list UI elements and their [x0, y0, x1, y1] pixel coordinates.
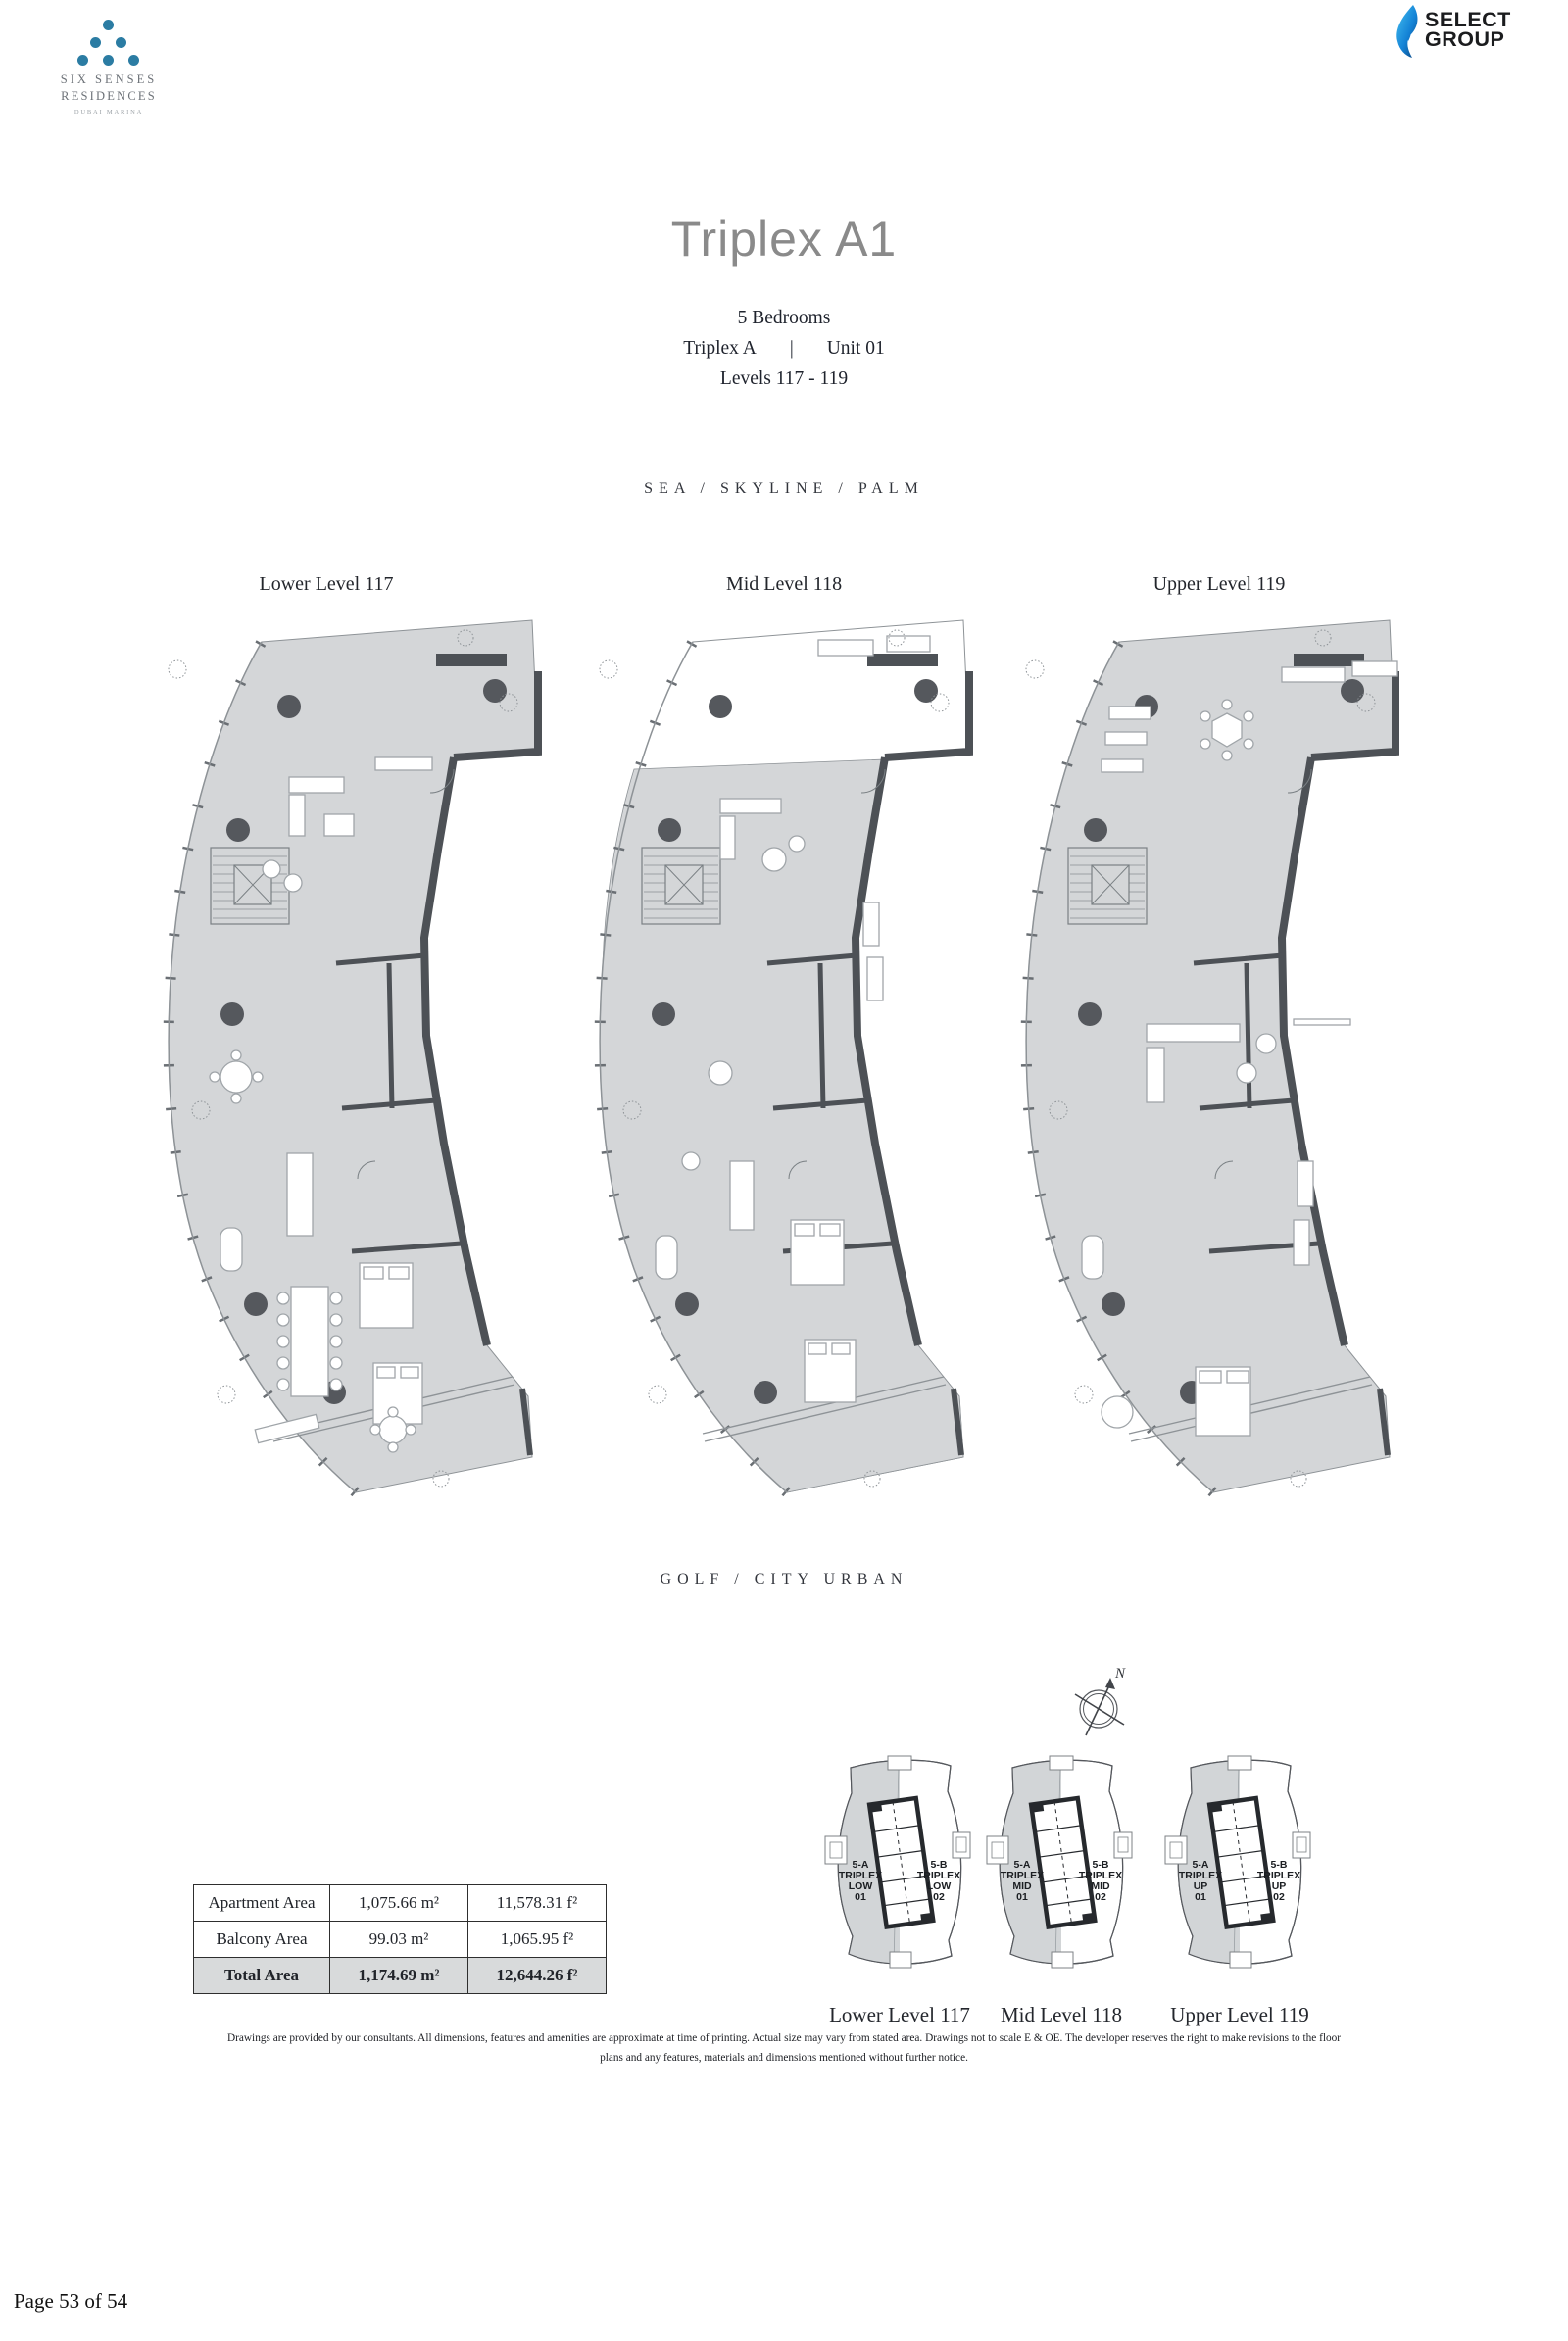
metric-value: 1,174.69 m²	[329, 1957, 468, 1994]
metric-value: 1,075.66 m²	[329, 1884, 468, 1922]
key-plan-mid	[983, 1752, 1140, 1979]
floor-plan-mid-level	[573, 619, 985, 1504]
unit-type: Triplex A	[683, 338, 757, 359]
unit-separator: |	[789, 338, 794, 359]
plan-label-lower: Lower Level 117	[259, 573, 394, 595]
metric-value: 99.03 m²	[329, 1921, 468, 1958]
select-group-logo: SELECT GROUP	[1392, 4, 1558, 59]
disclaimer-line-2: plans and any features, materials and di…	[600, 2052, 968, 2064]
table-row: Apartment Area 1,075.66 m² 11,578.31 f²	[193, 1884, 607, 1922]
row-label: Apartment Area	[193, 1884, 330, 1922]
furniture-mid	[655, 635, 931, 1403]
imperial-value: 1,065.95 f²	[467, 1921, 607, 1958]
area-table: Apartment Area 1,075.66 m² 11,578.31 f² …	[193, 1884, 607, 1994]
floor-plan-upper-level	[1000, 619, 1411, 1504]
six-senses-dots-icon	[35, 8, 182, 69]
furniture-upper	[1081, 660, 1398, 1437]
row-label: Total Area	[193, 1957, 330, 1994]
furniture-lower	[209, 756, 433, 1453]
key-plan-caption-mid: Mid Level 118	[1000, 2003, 1123, 2026]
levels-line: Levels 117 - 119	[719, 368, 849, 389]
unit-number: Unit 01	[826, 338, 885, 359]
key-plan-caption-lower: Lower Level 117	[829, 2003, 970, 2026]
unit-line: Triplex A | Unit 01	[0, 338, 1568, 360]
orientation-bottom-label: GOLF / CITY URBAN	[660, 1571, 908, 1587]
six-senses-location: DUBAI MARINA	[74, 109, 144, 116]
plan-label-mid: Mid Level 118	[725, 573, 843, 595]
row-label: Balcony Area	[193, 1921, 330, 1958]
six-senses-logo: SIX SENSES RESIDENCES DUBAI MARINA	[35, 8, 182, 116]
plan-label-upper: Upper Level 119	[1152, 573, 1286, 595]
disclaimer-line-1: Drawings are provided by our consultants…	[226, 2032, 1342, 2044]
table-row: Balcony Area 99.03 m² 1,065.95 f²	[193, 1921, 607, 1958]
compass-icon	[1074, 1678, 1125, 1736]
page-title: Triplex A1	[670, 212, 898, 267]
imperial-value: 12,644.26 f²	[467, 1957, 607, 1994]
key-plan-lower	[821, 1752, 978, 1979]
key-plan-caption-upper: Upper Level 119	[1170, 2003, 1309, 2026]
select-group-word-select: SELECT	[1425, 8, 1511, 31]
page-number: Page 53 of 54	[14, 2289, 128, 2313]
disclaimer: Drawings are provided by our consultants…	[98, 2028, 1470, 2068]
floor-plan-lower-level	[142, 619, 554, 1504]
six-senses-name: SIX SENSES	[60, 73, 158, 86]
select-group-flame-icon	[1396, 5, 1418, 58]
orientation-top-label: SEA / SKYLINE / PALM	[644, 480, 924, 497]
compass-north-label: N	[1115, 1666, 1126, 1682]
bedrooms-line: 5 Bedrooms	[737, 308, 831, 328]
table-row-total: Total Area 1,174.69 m² 12,644.26 f²	[193, 1957, 607, 1994]
imperial-value: 11,578.31 f²	[467, 1884, 607, 1922]
select-group-word-group: GROUP	[1425, 27, 1505, 51]
key-plan-upper	[1161, 1752, 1318, 1979]
six-senses-residences: RESIDENCES	[61, 89, 157, 103]
